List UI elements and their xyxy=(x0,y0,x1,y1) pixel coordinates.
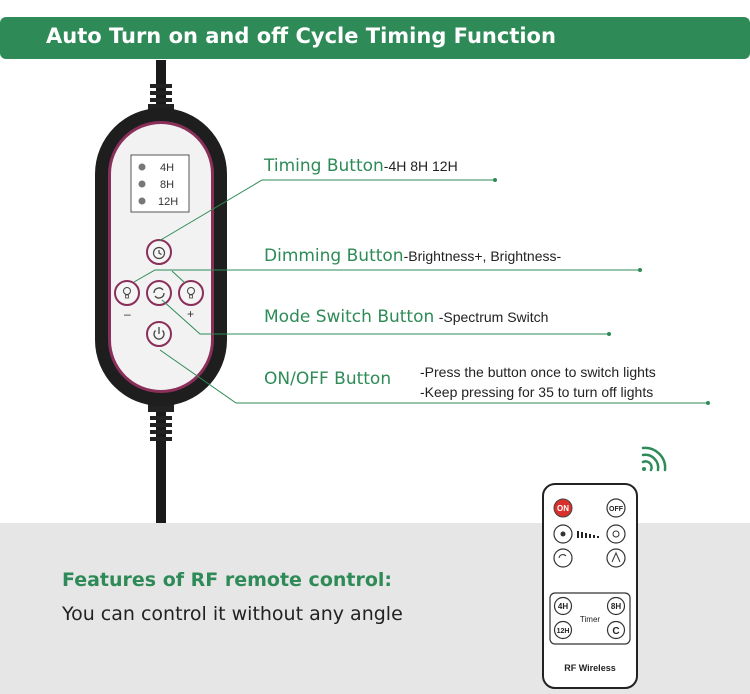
remote-off-button[interactable]: OFF xyxy=(606,498,626,518)
svg-text:4H: 4H xyxy=(558,602,568,611)
callout-onoff-detail-2: -Keep pressing for 35 to turn off lights xyxy=(420,384,654,400)
remote-dim-up-button[interactable] xyxy=(606,524,626,544)
callout-lines xyxy=(133,178,710,405)
page-title: Auto Turn on and off Cycle Timing Functi… xyxy=(46,24,556,48)
remote-timer-label: Timer xyxy=(580,615,600,624)
callout-line-onoff xyxy=(159,349,708,404)
brightness-up-button[interactable] xyxy=(178,280,204,306)
svg-text:12H: 12H xyxy=(557,628,570,635)
remote-spectrum-button[interactable] xyxy=(606,548,626,568)
sun-icon xyxy=(560,531,566,537)
remote-brand-label: RF Wireless xyxy=(564,663,615,673)
remote-mode-button[interactable] xyxy=(553,548,573,568)
callout-timing: Timing Button-4H 8H 12H xyxy=(264,156,458,176)
remote-timer-4h-button[interactable]: 4H xyxy=(553,596,573,616)
callout-dimming-label: Dimming Button xyxy=(264,246,404,266)
callout-mode-label: Mode Switch Button xyxy=(264,307,435,327)
led-label-8h: 8H xyxy=(160,179,174,191)
brightness-down-button[interactable] xyxy=(114,280,140,306)
remote-timer-group xyxy=(549,592,631,645)
wifi-signal-icon xyxy=(641,446,667,472)
callout-timing-detail: -4H 8H 12H xyxy=(383,158,458,174)
callout-mode-detail: -Spectrum Switch xyxy=(438,309,549,325)
rf-remote: ON OFF 4H 8H xyxy=(542,483,638,689)
callout-timing-label: Timing Button xyxy=(264,156,384,176)
callout-line-dimming xyxy=(133,269,640,283)
cycle-arrows-icon xyxy=(558,554,567,559)
plus-label: + xyxy=(187,307,194,321)
sun-icon xyxy=(612,530,620,538)
power-button[interactable] xyxy=(146,321,172,347)
led-4h xyxy=(138,163,146,171)
led-12h xyxy=(138,197,146,205)
callout-line-mode xyxy=(161,299,609,335)
callout-onoff-details: -Press the button once to switch lights … xyxy=(420,362,656,402)
clock-icon xyxy=(152,246,166,260)
bulb-icon xyxy=(123,287,131,299)
led-label-4h: 4H xyxy=(160,162,174,174)
callout-onoff-detail-1: -Press the button once to switch lights xyxy=(420,364,656,380)
remote-timer-12h-button[interactable]: 12H xyxy=(553,620,573,640)
svg-text:8H: 8H xyxy=(611,602,621,611)
callout-onoff-label: ON/OFF Button xyxy=(264,369,392,389)
svg-text:OFF: OFF xyxy=(609,506,624,513)
power-icon xyxy=(153,327,165,340)
remote-timer-clear-button[interactable]: C xyxy=(606,620,626,640)
spectrum-icon xyxy=(611,551,621,563)
callout-dimming: Dimming Button-Brightness+, Brightness- xyxy=(264,246,561,266)
cable-bottom xyxy=(156,405,166,523)
svg-text:C: C xyxy=(612,626,619,637)
remote-dim-down-button[interactable] xyxy=(553,524,573,544)
led-label-12h: 12H xyxy=(158,196,178,208)
header-banner: Auto Turn on and off Cycle Timing Functi… xyxy=(0,17,750,59)
minus-label: – xyxy=(124,307,131,321)
features-description: You can control it without any angle xyxy=(62,603,403,625)
callout-onoff: ON/OFF Button xyxy=(264,369,391,389)
callout-dimming-detail: -Brightness+, Brightness- xyxy=(403,248,562,264)
callout-mode: Mode Switch Button -Spectrum Switch xyxy=(264,307,548,327)
remote-timer-8h-button[interactable]: 8H xyxy=(606,596,626,616)
timing-button[interactable] xyxy=(146,239,172,265)
mode-switch-button[interactable] xyxy=(146,280,172,306)
callout-line-dimming-plus xyxy=(171,270,186,284)
svg-text:ON: ON xyxy=(557,504,569,513)
bulb-icon xyxy=(187,287,195,299)
brightness-level-icon xyxy=(577,531,599,538)
led-8h xyxy=(138,180,146,188)
remote-on-button[interactable]: ON xyxy=(553,498,573,518)
features-title: Features of RF remote control: xyxy=(62,569,393,591)
callout-line-timing xyxy=(158,179,495,242)
cycle-arrows-icon xyxy=(153,287,165,299)
